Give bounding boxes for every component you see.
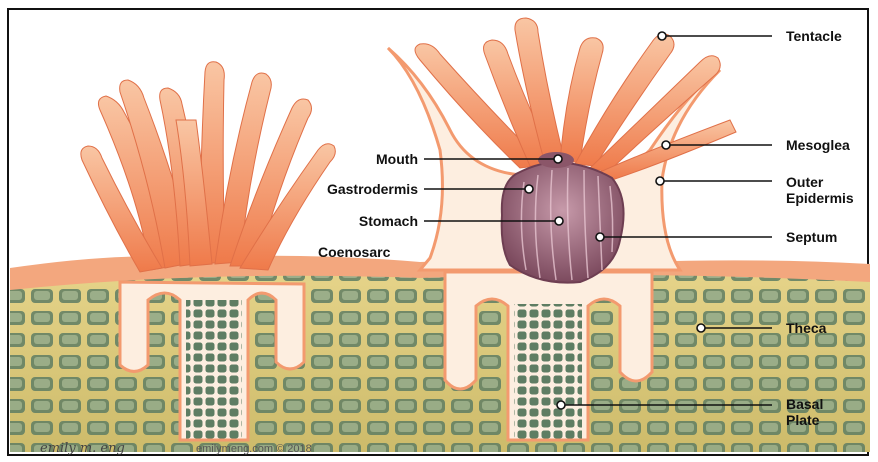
copyright-credit: emilymeng.com © 2018	[196, 443, 312, 455]
artist-signature: emily m. eng	[40, 441, 125, 456]
label-outer-epidermis: Outer Epidermis	[786, 174, 854, 206]
label-basal-plate: Basal Plate	[786, 396, 823, 428]
label-gastrodermis: Gastrodermis	[327, 181, 418, 197]
label-theca: Theca	[786, 320, 826, 336]
label-stomach: Stomach	[359, 213, 418, 229]
label-tentacle: Tentacle	[786, 28, 842, 44]
left-polyp-tentacles	[81, 62, 335, 272]
label-mesoglea: Mesoglea	[786, 137, 850, 153]
label-septum: Septum	[786, 229, 837, 245]
label-mouth: Mouth	[376, 151, 418, 167]
label-coenosarc: Coenosarc	[318, 244, 390, 260]
